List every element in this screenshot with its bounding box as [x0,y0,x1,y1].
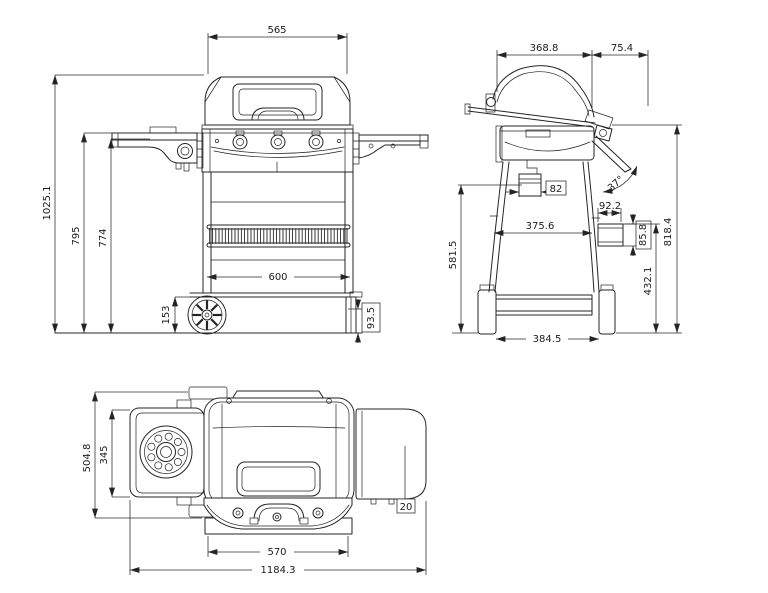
side-cart [477,159,624,335]
side-burner-bracket [593,124,613,142]
dim-top-lid-width: 570 [267,547,286,558]
side-open-lid [464,65,614,130]
tank-holder [597,223,624,247]
folded-shelf-edge [591,135,632,173]
side-dimensions: 368.8 75.4 37° 82 92.2 85.8 581.5 375.6 [448,43,682,345]
side-view: 368.8 75.4 37° 82 92.2 85.8 581.5 375.6 [448,43,682,345]
side-burner [139,425,193,479]
top-wheel-rear [188,386,228,400]
dim-top-overall-width: 1184.3 [261,565,296,576]
side-burner-knob [177,143,193,159]
dim-side-tank-height: 85.8 [638,224,649,246]
dim-side-overall-height: 818.4 [663,218,674,247]
dim-front-foot-height: 93.5 [366,307,377,329]
front-lid [201,76,354,130]
front-right-shelf [358,134,429,159]
dim-front-cart-width: 600 [268,272,287,283]
dim-side-wheelbase: 384.5 [533,334,562,345]
dim-front-wheel-height: 153 [161,305,172,324]
front-lid-window [232,83,323,121]
front-lid-handle [251,107,305,120]
dim-side-leg-span: 375.6 [526,221,555,232]
dim-top-shelf-edge-offset: 20 [400,502,413,513]
dim-top-overall-depth: 504.8 [82,444,93,473]
lid-hinge [486,97,496,107]
side-firebox [495,124,632,173]
dim-front-lid-width: 565 [267,25,286,36]
side-wheel-rear [477,289,497,335]
front-left-shelf [111,126,198,172]
top-lid-window [236,461,321,497]
grease-cup [518,173,542,197]
dim-front-overall-height: 1025.1 [42,186,53,221]
top-front-handle [253,503,305,522]
top-main-body [203,390,355,507]
top-left-shelf [129,399,205,506]
front-cart [54,171,363,335]
top-right-shelf [355,408,427,505]
front-control-panel [196,128,360,173]
dim-side-leg-height: 581.5 [448,241,459,270]
front-wheel [187,295,227,335]
dim-side-body-depth: 368.8 [530,43,559,54]
front-dimensions: 565 1025.1 795 774 153 600 93.5 [42,25,381,343]
side-wheel-front [598,289,616,335]
bottom-basket [209,228,348,244]
dim-front-shelf-height: 795 [71,226,82,245]
top-view: 504.8 345 20 570 1184.3 [82,386,427,576]
dim-side-lower-frame-height: 432.1 [643,267,654,296]
dim-side-tank-width: 92.2 [599,201,621,212]
side-lid-handle [584,109,614,130]
burner-knobs [232,130,324,150]
dim-top-side-shelf-depth: 345 [99,445,110,464]
top-control-panel [203,497,353,530]
dim-front-panel-height: 774 [98,228,109,247]
dim-side-grease-cup-width: 82 [550,184,563,195]
front-view: 565 1025.1 795 774 153 600 93.5 [42,25,429,343]
matchstick-holder [149,126,177,134]
dim-side-lid-overhang: 75.4 [611,43,633,54]
top-dimensions: 504.8 345 20 570 1184.3 [82,391,427,576]
